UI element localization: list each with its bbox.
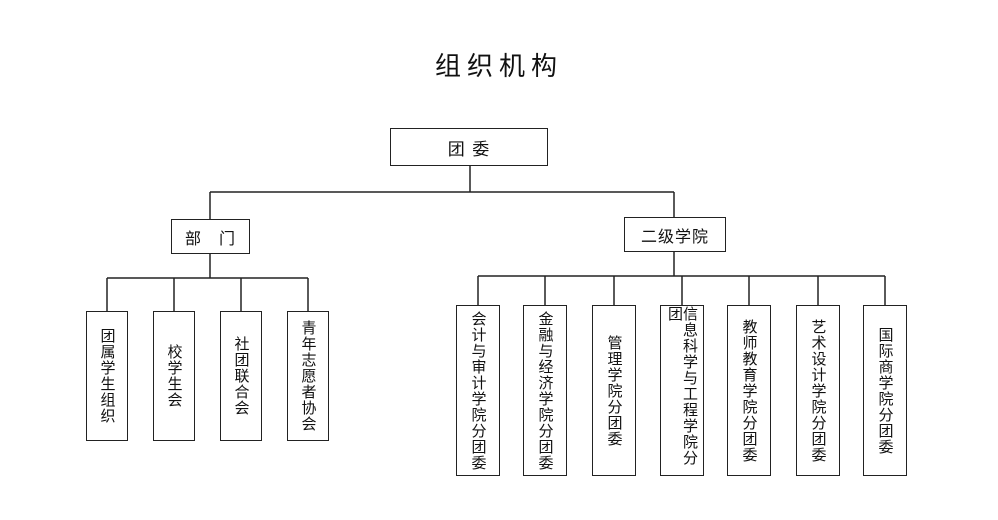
leaf-node: 会计与审计学院分团委: [456, 305, 500, 476]
leaf-node: 校学生会: [153, 311, 195, 441]
leaf-node: 管理学院分团委: [592, 305, 636, 476]
leaf-node: 金融与经济学院分团委: [523, 305, 567, 476]
leaf-node: 社团联合会: [220, 311, 262, 441]
leaf-node: 教师教育学院分团委: [727, 305, 771, 476]
chart-title: 组织机构: [434, 52, 563, 82]
root-node: 团 委: [390, 128, 548, 166]
branch-node-colleges: 二级学院: [624, 217, 726, 252]
leaf-node: 青年志愿者协会: [287, 311, 329, 441]
branch-node-departments: 部 门: [171, 219, 250, 254]
leaf-node: 团属学生组织: [86, 311, 128, 441]
leaf-node: 艺术设计学院分团委: [796, 305, 840, 476]
leaf-node: 国际商学院分团委: [863, 305, 907, 476]
leaf-node: 信息科学与工程学院分团: [660, 305, 704, 476]
